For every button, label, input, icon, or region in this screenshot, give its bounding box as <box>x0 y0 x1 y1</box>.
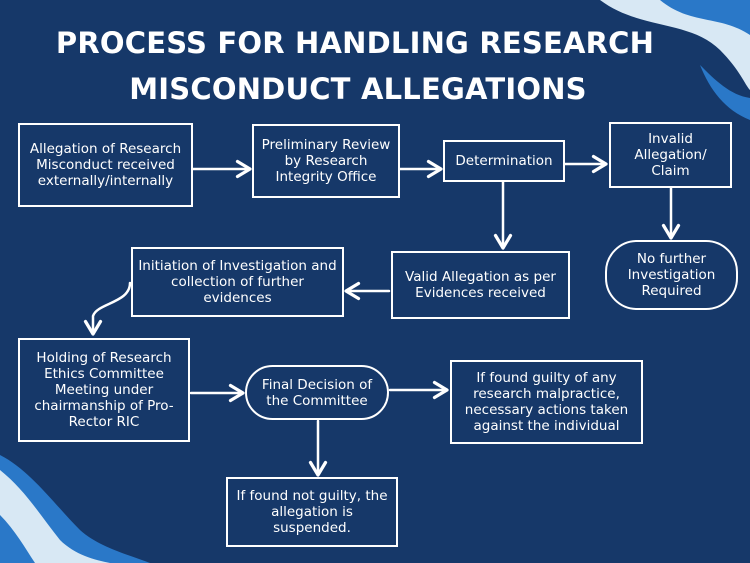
node-initiation-of-investigation: Initiation of Investigation and collecti… <box>131 247 344 317</box>
node-valid-allegation: Valid Allegation as per Evidences receiv… <box>391 251 570 319</box>
node-preliminary-review: Preliminary Review by Research Integrity… <box>252 124 400 198</box>
node-no-further-investigation: No further Investigation Required <box>605 240 738 310</box>
node-determination: Determination <box>443 140 565 182</box>
node-final-decision: Final Decision of the Committee <box>245 365 389 420</box>
arrow-initiation-to-holding <box>83 281 132 336</box>
page-title-line-1: PROCESS FOR HANDLING RESEARCH <box>55 26 655 60</box>
wave-decoration-bottom-left <box>0 455 150 563</box>
node-found-guilty: If found guilty of any research malpract… <box>450 360 643 444</box>
node-found-not-guilty: If found not guilty, the allegation is s… <box>226 477 398 547</box>
node-invalid-allegation: Invalid Allegation/ Claim <box>609 122 732 188</box>
page-title-line-2: MISCONDUCT ALLEGATIONS <box>129 72 587 106</box>
node-allegation: Allegation of Research Misconduct receiv… <box>18 123 193 207</box>
node-holding-ethics-committee: Holding of Research Ethics Committee Mee… <box>18 338 190 442</box>
connectors <box>83 154 681 477</box>
wave-decoration-top-right <box>600 0 750 120</box>
